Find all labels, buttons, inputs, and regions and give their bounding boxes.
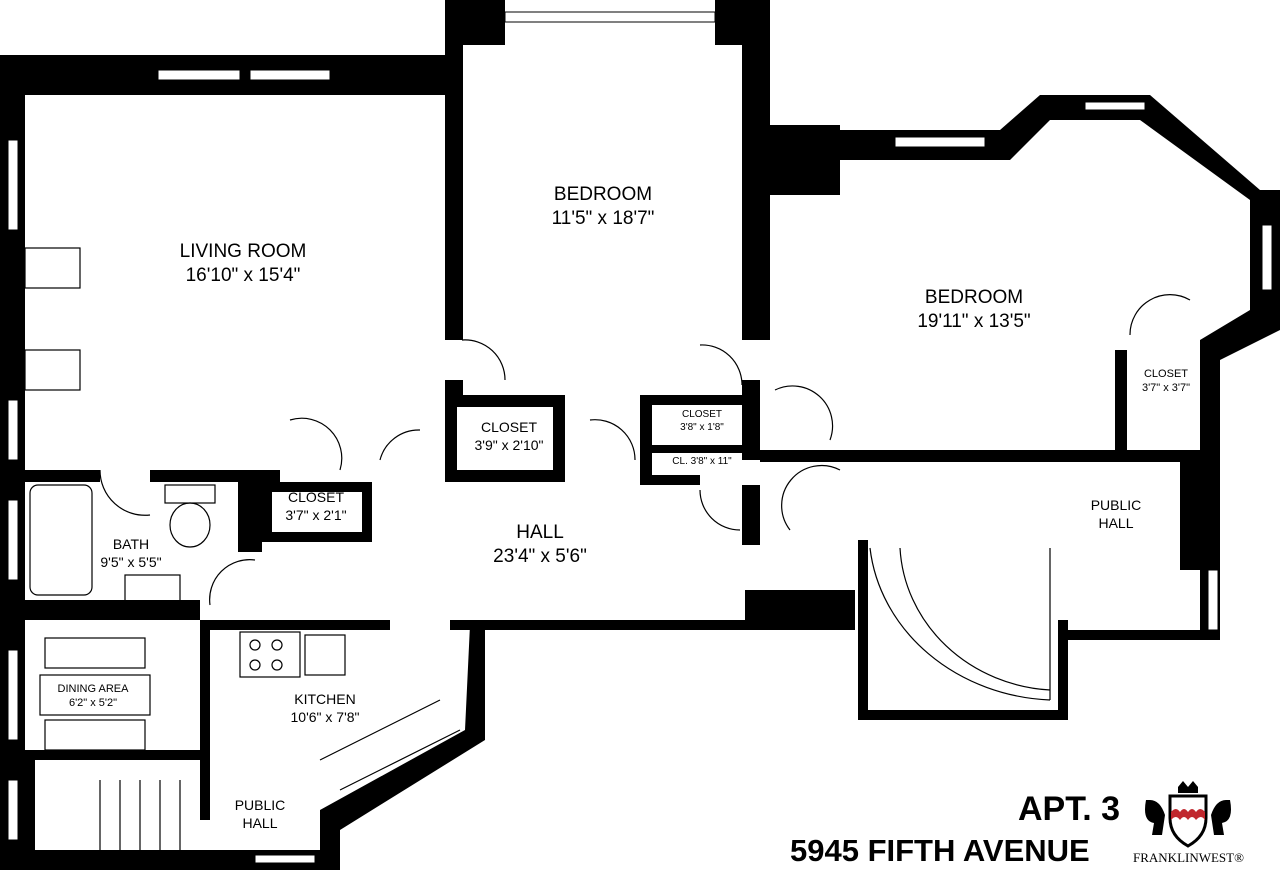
- room-size: 19'11" x 13'5": [917, 310, 1031, 332]
- room-size: 23'4" x 5'6": [493, 545, 587, 567]
- fixtures: [24, 247, 1191, 850]
- room-size: 11'5" x 18'7": [551, 207, 655, 229]
- address-title: 5945 FIFTH AVENUE: [790, 833, 1090, 868]
- label-line: HALL: [242, 814, 278, 831]
- room-name: BEDROOM: [924, 287, 1024, 308]
- room-name: CLOSET: [480, 419, 537, 435]
- room-size: 16'10" x 15'4": [185, 264, 301, 286]
- room-size: 10'6" x 7'8": [290, 708, 360, 725]
- room-size: 9'5" x 5'5": [100, 553, 162, 570]
- franklinwest-logo: [1145, 781, 1231, 848]
- room-size: 3'7" x 2'1": [285, 506, 347, 523]
- room-name: DINING AREA: [57, 683, 129, 695]
- label-line: HALL: [1098, 514, 1134, 531]
- room-size: 3'9" x 2'10": [474, 436, 544, 453]
- brand-name: FRANKLINWEST®: [1133, 850, 1244, 865]
- room-size: 6'2" x 5'2": [68, 696, 118, 709]
- closet-3-label: CL. 3'8" x 11": [672, 456, 731, 469]
- room-name: BEDROOM: [553, 184, 653, 205]
- room-name: HALL: [516, 522, 564, 543]
- room-name: CLOSET: [1143, 368, 1188, 380]
- room-name: CL. 3'8" x 11": [672, 456, 732, 467]
- apartment-title: APT. 3: [1018, 790, 1121, 828]
- label-line: PUBLIC: [234, 797, 286, 813]
- label-line: PUBLIC: [1090, 497, 1142, 513]
- windows: [7, 11, 1273, 864]
- room-name: BATH: [112, 536, 150, 552]
- room-name: CLOSET: [681, 409, 723, 420]
- room-size: 3'8" x 1'8": [680, 421, 724, 433]
- room-size: 3'7" x 3'7": [1141, 381, 1191, 394]
- room-name: CLOSET: [287, 489, 344, 505]
- room-name: LIVING ROOM: [179, 241, 307, 262]
- room-name: KITCHEN: [294, 691, 356, 707]
